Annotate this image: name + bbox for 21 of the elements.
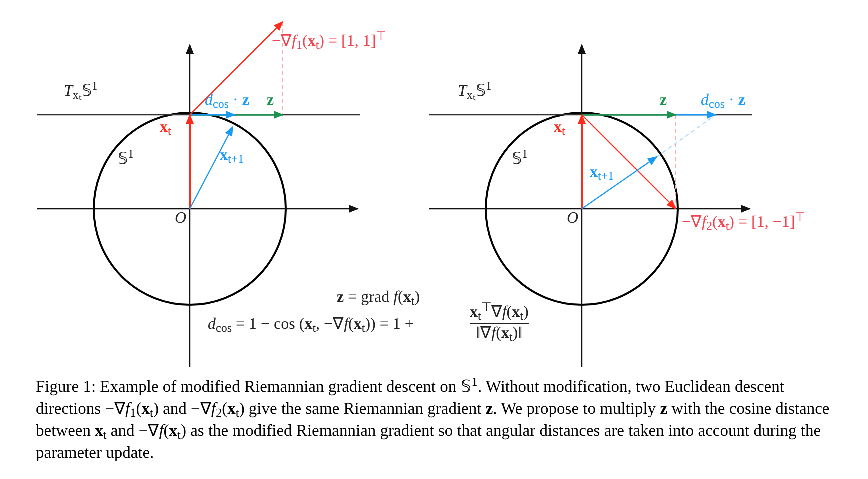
math-label: T$_{xₜ}$𝕊$^{1}$ — [64, 82, 98, 102]
math-label: −∇f$_{1}$(x$_{t}$) = [1, 1]$^{⊤}$ — [272, 32, 386, 52]
math-label: z — [660, 91, 668, 111]
math-label: d$_{cos}$ · z — [205, 91, 250, 111]
math-label: x$_{t}$ — [554, 118, 566, 138]
fraction-numerator: x$_{t}$$^{⊤}$∇f(x$_{t}$) — [470, 303, 529, 323]
math-label: O — [567, 209, 579, 229]
math-label: x$_{t+1}$ — [590, 163, 614, 183]
math-label: x$_{t}$ — [160, 118, 172, 138]
math-label: −∇f$_{2}$(x$_{t}$) = [1, −1]$^{⊤}$ — [682, 213, 806, 233]
math-label: z — [267, 91, 274, 111]
math-label: 𝕊$^{1}$ — [512, 150, 528, 170]
math-label: 𝕊$^{1}$ — [118, 150, 134, 170]
fraction-denominator: ‖∇f(x$_{t}$)‖ — [476, 324, 523, 344]
figure-caption: Figure 1: Example of modified Riemannian gradient descent on 𝕊$^{1}$. Without modification, two Euclidean descent directions −∇f$_{1}$(x$_{t}$) and −∇f$_{2}$(x$_{t}$) give the same Riemannian gradient z. We propose to multiply z with the cosine distance between x$_{t}$ and −∇f(x$_{t}$) as the modified Riemannian gradient so that angular distances are taken into account during the parameter update. — [36, 376, 831, 464]
math-label: T$_{xₜ}$𝕊$^{1}$ — [458, 82, 492, 102]
math-label: d$_{cos}$ = 1 − cos (x$_{t}$, −∇f(x$_{t}$)) = 1 + — [208, 315, 414, 335]
math-label: z = grad f(x$_{t}$) — [337, 288, 420, 308]
math-label: d$_{cos}$ · z — [701, 91, 746, 111]
math-label: O — [175, 209, 187, 229]
math-label: x$_{t+1}$ — [220, 146, 244, 166]
